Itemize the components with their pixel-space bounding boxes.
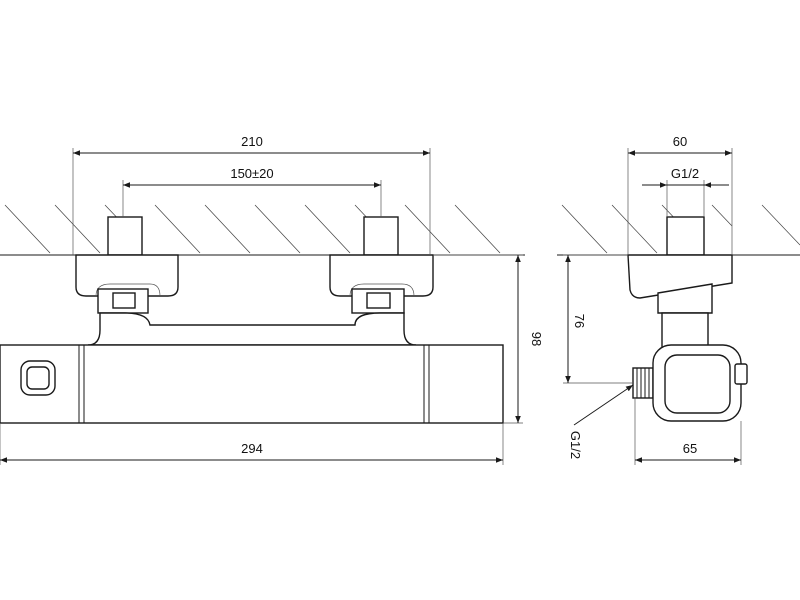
dimension-label-76: 76: [572, 314, 587, 328]
dimension-label-294: 294: [241, 441, 263, 456]
side-union-nut: [657, 283, 713, 314]
side-handle-stub: [734, 363, 748, 385]
dimension-label-g12-top: G1/2: [671, 166, 699, 181]
leader-g12-outlet: [573, 384, 634, 426]
front-view: 210 150±20 98 294: [0, 134, 544, 465]
dimension-label-g12-outlet: G1/2: [568, 431, 583, 459]
dimension-label-65: 65: [683, 441, 697, 456]
dimension-label-210: 210: [241, 134, 263, 149]
connector-bridge: [87, 312, 417, 346]
right-wall-connector: [363, 216, 399, 256]
outlet-thread: [632, 367, 654, 399]
side-body-inner: [664, 354, 731, 414]
left-wall-connector: [107, 216, 143, 256]
push-button-inner: [26, 366, 50, 390]
side-wall-connector: [666, 216, 705, 256]
dimension-label-60: 60: [673, 134, 687, 149]
left-nut-core: [112, 292, 136, 309]
mixer-body: [0, 344, 504, 424]
dimension-label-98: 98: [529, 332, 544, 346]
right-nut-core: [366, 292, 391, 309]
wall-hatching-front: [4, 204, 501, 254]
dimension-label-150: 150±20: [230, 166, 273, 181]
side-view: 60 G1/2 76 G1/2 65: [557, 134, 800, 465]
